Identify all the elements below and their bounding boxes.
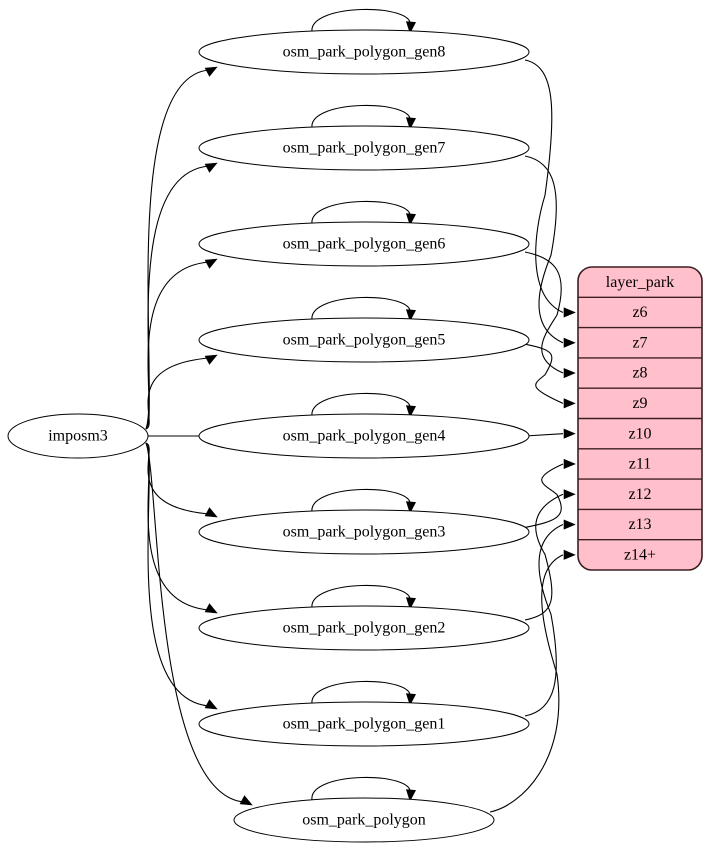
edge-osm_park_polygon_gen8-to-z6 (524, 59, 564, 313)
node-osm_park_polygon_gen3[interactable] (198, 509, 530, 555)
edge-imposm3-to-osm_park_polygon_gen3 (145, 442, 210, 515)
self-loop-edge-osm_park_polygon (311, 776, 411, 801)
edge-osm_park_polygon_gen7-to-z7 (524, 155, 564, 344)
arrow-head-icon-table-z14+ (563, 549, 576, 560)
node-osm_park_polygon_gen2[interactable] (198, 605, 530, 651)
source-node-group: imposm3 (7, 413, 149, 459)
node-label-osm_park_polygon_gen4: osm_park_polygon_gen4 (283, 428, 446, 445)
node-label-osm_park_polygon: osm_park_polygon (302, 812, 426, 829)
table-row-z13[interactable]: z13 (628, 516, 651, 533)
arrow-head-icon-table-z12 (563, 489, 576, 500)
arrow-head-icon-table-z7 (563, 337, 576, 348)
node-label-osm_park_polygon_gen7: osm_park_polygon_gen7 (283, 140, 446, 157)
polygon-nodes: osm_park_polygon_gen8 osm_park_polygon_ge… (198, 29, 530, 843)
arrow-head-icon-table-z9 (563, 398, 576, 409)
edges-to-layer-park (489, 59, 576, 813)
table-row-z7[interactable]: z7 (632, 334, 647, 351)
arrow-head-icon-table-z13 (563, 519, 576, 530)
edge-imposm3-to-osm_park_polygon_gen5 (145, 357, 210, 430)
table-row-z8[interactable]: z8 (632, 365, 647, 382)
node-label-imposm3: imposm3 (48, 428, 108, 445)
edge-osm_park_polygon_gen5-to-z9 (524, 343, 564, 404)
edge-osm_park_polygon_gen1-to-z13 (524, 524, 564, 717)
arrow-head-icon-self-osm_park_polygon_gen7 (405, 117, 417, 130)
table-row-z9[interactable]: z9 (632, 395, 647, 412)
arrow-head-icon-src-osm_park_polygon_gen8 (204, 66, 218, 77)
self-loop-edge-osm_park_polygon_gen8 (311, 8, 411, 33)
table-row-z10[interactable]: z10 (628, 425, 651, 442)
edge-imposm3-to-osm_park_polygon (145, 442, 245, 803)
arrow-head-icon-self-osm_park_polygon (405, 789, 417, 802)
self-loop-edge-osm_park_polygon_gen3 (311, 488, 411, 513)
edge-osm_park_polygon_gen2-to-z12 (524, 493, 564, 621)
table-row-z6[interactable]: z6 (632, 304, 647, 321)
table-header-label: layer_park (606, 274, 674, 291)
table-row-z11[interactable]: z11 (629, 456, 652, 473)
arrow-head-icon-self-osm_park_polygon_gen6 (405, 213, 417, 226)
arrow-head-icon-self-osm_park_polygon_gen3 (405, 501, 417, 514)
table-row-z14plus[interactable]: z14+ (624, 547, 656, 564)
node-label-osm_park_polygon_gen2: osm_park_polygon_gen2 (283, 620, 446, 637)
edge-osm_park_polygon_gen4-to-z10 (524, 433, 564, 437)
node-label-osm_park_polygon_gen5: osm_park_polygon_gen5 (283, 332, 446, 349)
arrow-head-icon-src-osm_park_polygon_gen2 (204, 603, 218, 614)
arrow-head-icon-table-z11 (563, 458, 576, 470)
arrow-head-icon-src-osm_park_polygon_gen5 (204, 354, 218, 365)
node-label-osm_park_polygon_gen3: osm_park_polygon_gen3 (283, 524, 446, 541)
node-osm_park_polygon_gen1[interactable] (198, 701, 530, 747)
node-osm_park_polygon_gen5[interactable] (198, 317, 530, 363)
arrow-head-icon-table-z10 (563, 428, 576, 439)
edge-osm_park_polygon_gen3-to-z11 (524, 463, 564, 529)
self-loop-edges (311, 8, 417, 802)
self-loop-edge-osm_park_polygon_gen7 (311, 104, 411, 129)
self-loop-edge-osm_park_polygon_gen1 (311, 680, 411, 705)
node-osm_park_polygon_gen6[interactable] (198, 221, 530, 267)
edge-imposm3-to-osm_park_polygon_gen6 (145, 261, 210, 430)
edge-osm_park_polygon-to-z14+ (489, 554, 564, 813)
arrow-head-icon-table-z6 (563, 307, 576, 318)
node-label-osm_park_polygon_gen6: osm_park_polygon_gen6 (283, 236, 446, 253)
self-loop-edge-osm_park_polygon_gen2 (311, 584, 411, 609)
self-loop-edge-osm_park_polygon_gen4 (311, 392, 411, 417)
edge-imposm3-to-osm_park_polygon_gen8 (145, 69, 210, 430)
arrow-head-icon-self-osm_park_polygon_gen4 (405, 405, 417, 418)
node-imposm3[interactable] (7, 413, 149, 459)
arrow-head-icon-src-osm_park_polygon_gen7 (204, 162, 218, 173)
arrow-head-icon-table-z8 (563, 367, 576, 379)
table-row-z12[interactable]: z12 (628, 486, 651, 503)
arrow-head-icon-self-osm_park_polygon_gen5 (405, 309, 417, 322)
node-osm_park_polygon_gen7[interactable] (198, 125, 530, 171)
arrow-head-icon-src-osm_park_polygon (239, 795, 253, 806)
arrow-head-icon-self-osm_park_polygon_gen2 (405, 597, 417, 610)
arrow-head-icon-src-osm_park_polygon_gen6 (204, 258, 218, 269)
self-loop-edge-osm_park_polygon_gen5 (311, 296, 411, 321)
arrow-head-icon-self-osm_park_polygon_gen1 (405, 693, 417, 706)
self-loop-edge-osm_park_polygon_gen6 (311, 200, 411, 225)
node-osm_park_polygon_gen8[interactable] (198, 29, 530, 75)
edge-osm_park_polygon_gen6-to-z8 (524, 251, 564, 374)
edge-imposm3-to-osm_park_polygon_gen1 (145, 442, 210, 707)
edge-imposm3-to-osm_park_polygon_gen7 (145, 165, 210, 430)
node-label-osm_park_polygon_gen8: osm_park_polygon_gen8 (283, 44, 446, 61)
node-label-osm_park_polygon_gen1: osm_park_polygon_gen1 (283, 716, 446, 733)
arrow-head-icon-src-osm_park_polygon_gen1 (204, 699, 218, 710)
layer-park-table-group: layer_park z6 z7 z8 z9 z10 z11 z12 z13 z14+ (577, 266, 703, 571)
node-osm_park_polygon[interactable] (233, 797, 495, 843)
node-osm_park_polygon_gen4[interactable] (198, 413, 530, 459)
arrow-head-icon-self-osm_park_polygon_gen8 (405, 21, 417, 34)
arrow-head-icon-src-osm_park_polygon_gen3 (204, 507, 218, 518)
